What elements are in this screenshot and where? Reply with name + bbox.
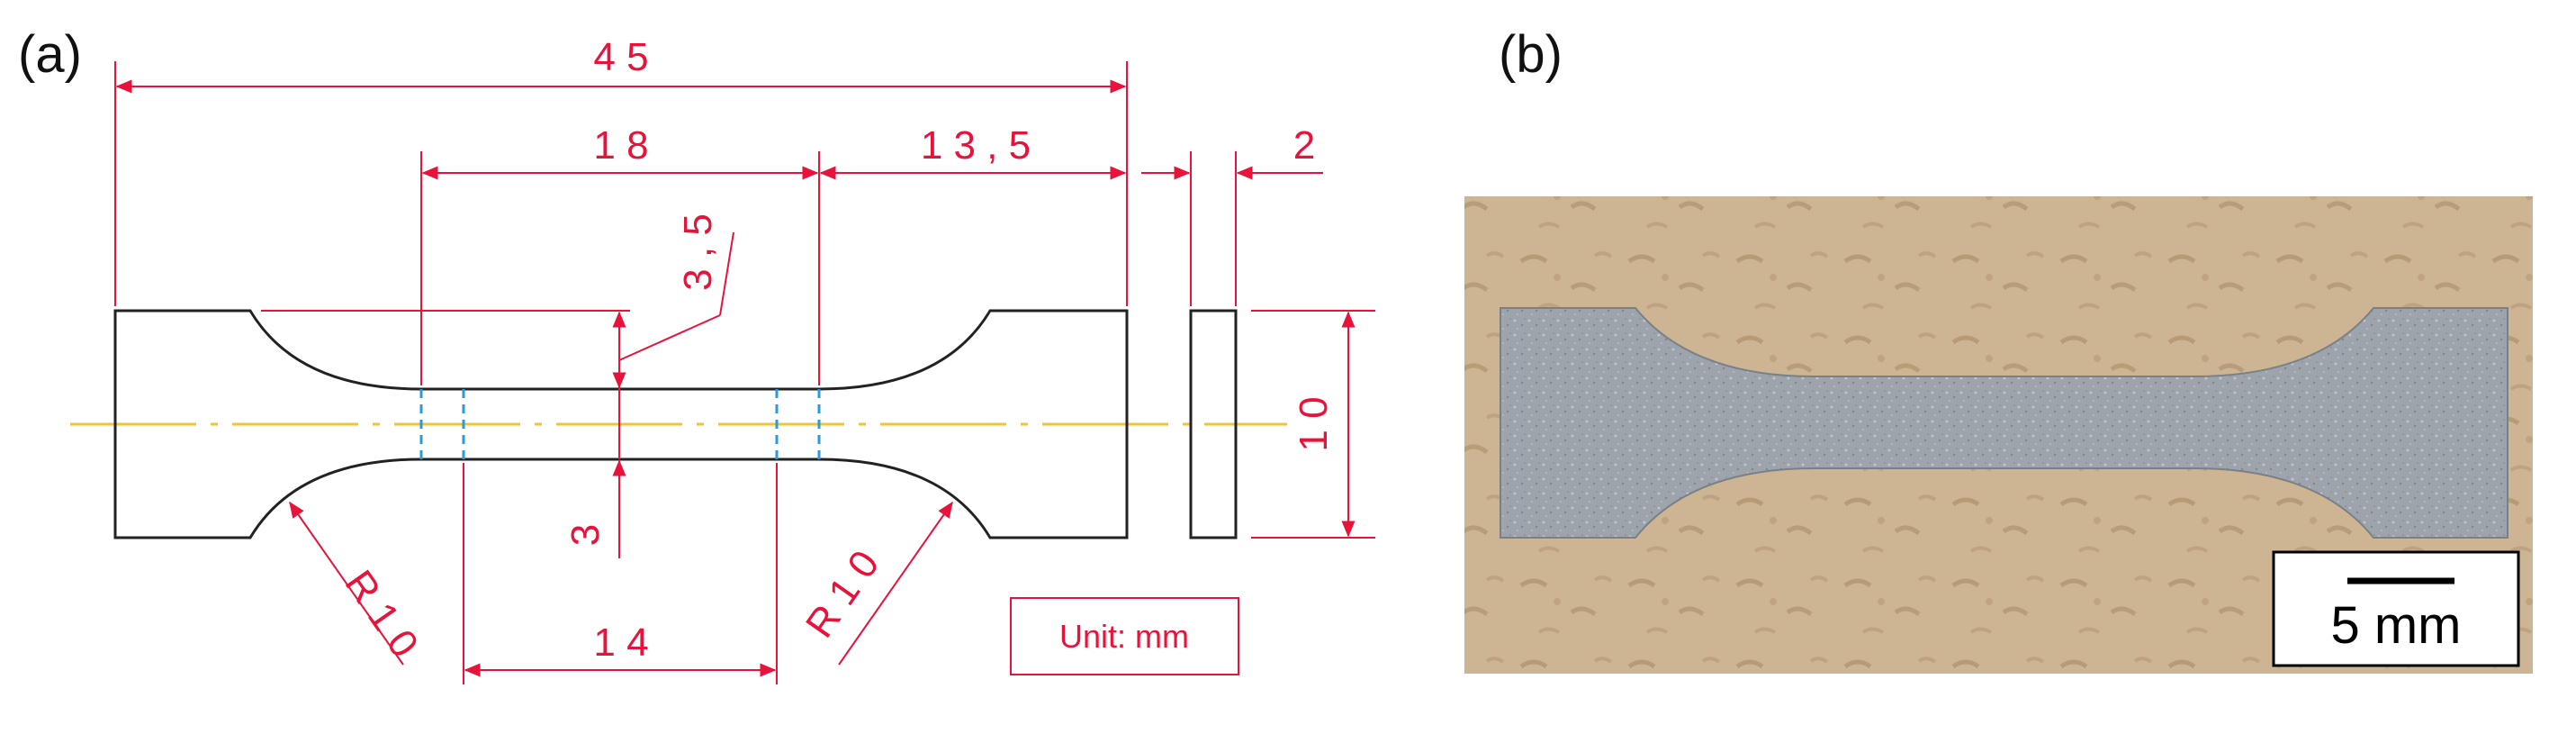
specimen-photo: 5 mm bbox=[1464, 196, 2533, 674]
panel-b-label: (b) bbox=[1499, 25, 1563, 84]
unit-box bbox=[1010, 597, 1239, 675]
dim-gauge-width: 3 bbox=[563, 524, 608, 546]
panel-a-label: (a) bbox=[18, 25, 82, 84]
specimen-side-view bbox=[1189, 309, 1238, 539]
dim-fillet-offset: 3 , 5 bbox=[676, 213, 720, 291]
gauge-marks bbox=[419, 389, 821, 459]
dim-inner-length: 1 4 bbox=[593, 621, 648, 665]
dimension-lines bbox=[115, 79, 1356, 677]
dim-total-length: 4 5 bbox=[593, 35, 648, 79]
dim-radius-left: R 1 0 bbox=[337, 563, 427, 666]
dim-radius-right: R 1 0 bbox=[797, 543, 887, 646]
dim-grip-length: 1 3 , 5 bbox=[921, 123, 1031, 168]
unit-label: Unit: mm bbox=[1059, 618, 1189, 655]
dim-end-width: 1 0 bbox=[1292, 396, 1336, 451]
specimen-outline-front-view bbox=[113, 309, 1129, 539]
specimen-photo-body bbox=[1500, 307, 2508, 539]
scale-bar-label: 5 mm bbox=[2331, 596, 2462, 655]
dim-gauge-length: 1 8 bbox=[593, 123, 648, 168]
extension-lines bbox=[114, 61, 1375, 684]
dim-thickness: 2 bbox=[1293, 123, 1315, 168]
scale-bar-box bbox=[2272, 550, 2520, 667]
